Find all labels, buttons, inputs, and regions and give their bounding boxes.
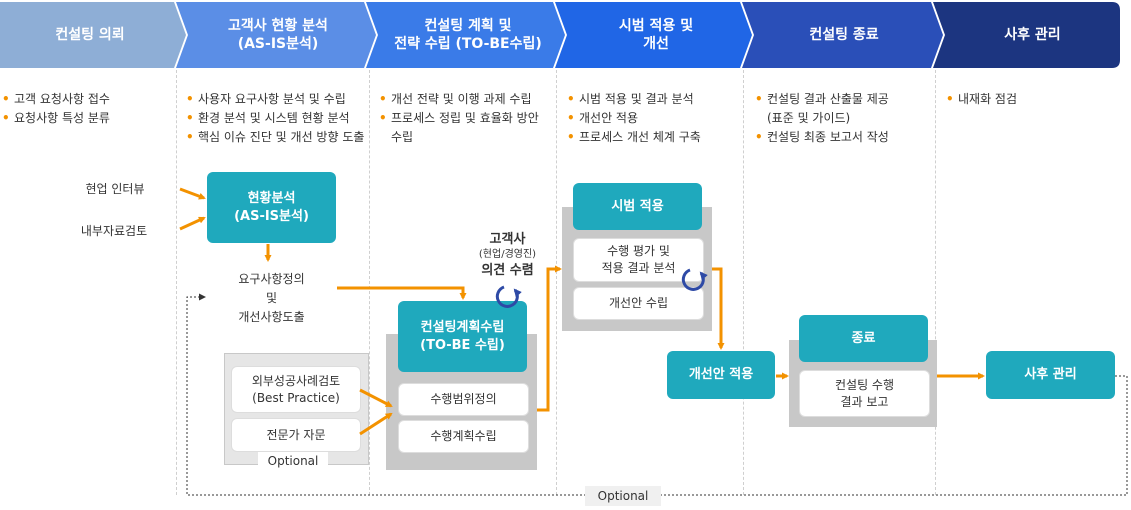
stage-2-tasks: 사용자 요구사항 분석 및 수립 환경 분석 및 시스템 현황 분석 핵심 이슈… [186, 90, 366, 147]
client-action: 의견 수렴 [481, 263, 534, 278]
stage-3-tasks: 개선 전략 및 이행 과제 수립 프로세스 정립 및 효율화 방안 수립 [379, 90, 554, 147]
task-item: 컨설팅 결과 산출물 제공 (표준 및 가이드) [755, 90, 933, 128]
stage-label-4: 시범 적용 및 개선 [618, 18, 694, 52]
stage-chevrons [0, 2, 1120, 68]
stage-3-shape [366, 2, 565, 68]
task-item: 고객 요청사항 접수 [2, 90, 172, 109]
tobe-plan-box: 컨설팅계획수립 (TO-BE 수립) [398, 301, 527, 372]
evaluation-box: 수행 평가 및 적용 결과 분석 [573, 238, 704, 282]
task-item: 환경 분석 및 시스템 현황 분석 [186, 109, 366, 128]
plan-establish-box: 수행계획수립 [398, 420, 529, 453]
stage-6-tasks: 내재화 점검 [946, 90, 1121, 109]
apply-improvement-box: 개선안 적용 [667, 351, 775, 399]
expert-advice-box: 전문가 자문 [231, 418, 361, 452]
column-divider [176, 70, 177, 495]
after-care-box: 사후 관리 [986, 351, 1115, 399]
scope-definition-box: 수행범위정의 [398, 383, 529, 416]
task-item: 프로세스 정립 및 효율화 방안 수립 [379, 109, 554, 147]
stage-label-3: 컨설팅 계획 및 전략 수립 (TO-BE수립) [394, 18, 542, 52]
stage-2-shape [176, 2, 376, 68]
client-title: 고객사 [489, 232, 526, 247]
stage-label-1: 컨설팅 의뢰 [55, 27, 125, 43]
stage-1-tasks: 고객 요청사항 접수 요청사항 특성 분류 [2, 90, 172, 128]
task-item: 내재화 점검 [946, 90, 1121, 109]
stage-4-shape [555, 2, 752, 68]
stage-label-6: 사후 관리 [1004, 27, 1061, 43]
stage-1-shape [0, 2, 186, 68]
column-divider [556, 70, 557, 495]
improvement-plan-box: 개선안 수립 [573, 287, 704, 320]
arrow-to-tobe [337, 286, 467, 300]
task-item: 개선안 적용 [567, 109, 742, 128]
document-review-label: 내부자료검토 [80, 224, 148, 238]
stage-5-tasks: 컨설팅 결과 산출물 제공 (표준 및 가이드) 컨설팅 최종 보고서 작성 [755, 90, 933, 147]
arrow-interview [179, 187, 206, 200]
pilot-box: 시범 적용 [573, 183, 702, 230]
task-item: 컨설팅 최종 보고서 작성 [755, 128, 933, 147]
task-item: 프로세스 개선 체계 구축 [567, 128, 742, 147]
asis-analysis-box: 현황분석 (AS-IS분석) [207, 172, 336, 243]
column-divider [369, 70, 370, 495]
stage-5-shape [742, 2, 943, 68]
task-item: 사용자 요구사항 분석 및 수립 [186, 90, 366, 109]
requirements-label: 요구사항정의 및 개선사항도출 [238, 272, 305, 324]
task-item: 개선 전략 및 이행 과제 수립 [379, 90, 554, 109]
optional-label-bottom: Optional [585, 486, 661, 506]
stage-label-2: 고객사 현황 분석 (AS-IS분석) [228, 18, 328, 52]
client-feedback: 고객사 (현업/경영진) 의견 수렴 [470, 231, 545, 280]
stage-4-tasks: 시범 적용 및 결과 분석 개선안 적용 프로세스 개선 체계 구축 [567, 90, 742, 147]
interview-label: 현업 인터뷰 [85, 182, 145, 196]
task-item: 요청사항 특성 분류 [2, 109, 172, 128]
stage-label-5: 컨설팅 종료 [809, 27, 879, 43]
arrow-to-apply [712, 267, 725, 350]
task-item: 핵심 이슈 진단 및 개선 방향 도출 [186, 128, 366, 147]
column-divider [935, 70, 936, 495]
stage-6-shape [933, 2, 1120, 68]
column-divider [743, 70, 744, 495]
result-report-box: 컨설팅 수행 결과 보고 [799, 370, 930, 417]
task-item: 시범 적용 및 결과 분석 [567, 90, 742, 109]
arrow-documents [179, 216, 206, 231]
client-subtitle: (현업/경영진) [478, 249, 537, 260]
best-practice-box: 외부성공사례검토 (Best Practice) [231, 366, 361, 413]
end-box: 종료 [799, 315, 928, 362]
optional-label-small: Optional [258, 452, 328, 470]
